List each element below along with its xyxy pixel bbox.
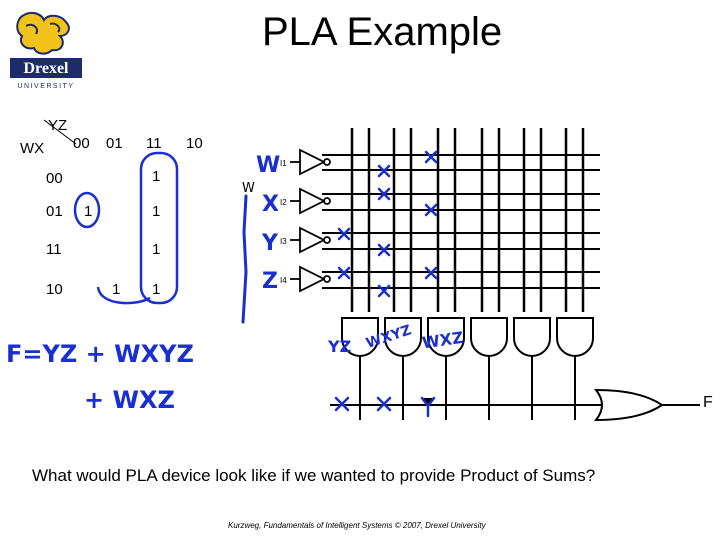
kmap-col-header: 11 xyxy=(146,135,162,152)
question-text: What would PLA device look like if we wa… xyxy=(32,466,596,485)
equation-line-2: + WXZ xyxy=(84,386,175,414)
input-tag: I3 xyxy=(280,237,287,246)
input-tag: I2 xyxy=(280,198,287,207)
input-label-x: X xyxy=(262,192,279,217)
input-label-y: Y xyxy=(261,231,279,256)
kmap-row-header: 11 xyxy=(46,241,62,258)
kmap-cell-one: 1 xyxy=(152,203,161,220)
side-letter: W xyxy=(242,181,255,196)
kmap-cell-one: 1 xyxy=(152,168,161,185)
term-label-3: WXZ xyxy=(421,328,465,353)
term-label-2: WXYZ xyxy=(364,322,413,352)
output-label-f: F xyxy=(703,394,713,411)
horizontal-input-lines xyxy=(322,154,600,289)
kmap-corner-diagonal xyxy=(43,119,77,145)
and-gates xyxy=(341,317,594,357)
footer-credit: Kurzweg, Fundamentals of Intelligent Sys… xyxy=(228,521,486,530)
connection-marks xyxy=(334,150,438,418)
kmap-cell-one: 1 xyxy=(152,281,161,298)
input-label-z: Z xyxy=(262,269,278,294)
kmap-col-header: 00 xyxy=(73,135,90,152)
input-buffers xyxy=(290,148,331,293)
kmap-row-header: 01 xyxy=(46,203,63,220)
pla-circuit: I1 I2 I3 I4 xyxy=(280,128,700,422)
kmap-cell-one: 1 xyxy=(84,203,93,220)
dragon-icon xyxy=(16,12,70,55)
input-tag: I4 xyxy=(280,276,287,285)
input-tag: I1 xyxy=(280,159,287,168)
handwritten-notes: W W X Y Z YZ WXYZ WXZ F=YZ + WXYZ + WXZ xyxy=(6,153,465,414)
logo-wordmark: Drexel xyxy=(23,60,69,77)
logo-subtext: UNIVERSITY xyxy=(17,83,74,90)
kmap-col-header: 10 xyxy=(186,135,203,152)
drexel-logo: Drexel UNIVERSITY xyxy=(6,6,86,92)
kmap-row-header: 00 xyxy=(46,170,63,187)
or-gate xyxy=(593,388,664,422)
input-label-w: W xyxy=(256,153,280,178)
kmap-col-variable: YZ xyxy=(48,117,68,134)
equation-line-1: F=YZ + WXYZ xyxy=(6,340,194,368)
vertical-product-lines xyxy=(350,128,585,312)
and-outputs xyxy=(330,356,604,420)
kmap-cell-one: 1 xyxy=(112,281,121,298)
kmap-row-variable: WX xyxy=(20,140,45,157)
slide-title: PLA Example xyxy=(262,10,503,54)
term-label-1: YZ xyxy=(327,337,351,356)
kmap-col-header: 01 xyxy=(106,135,123,152)
kmap-cell-one: 1 xyxy=(152,241,161,258)
bracket-mark xyxy=(241,194,248,324)
kmap-row-header: 10 xyxy=(46,281,63,298)
kmap-groupings xyxy=(73,151,179,305)
